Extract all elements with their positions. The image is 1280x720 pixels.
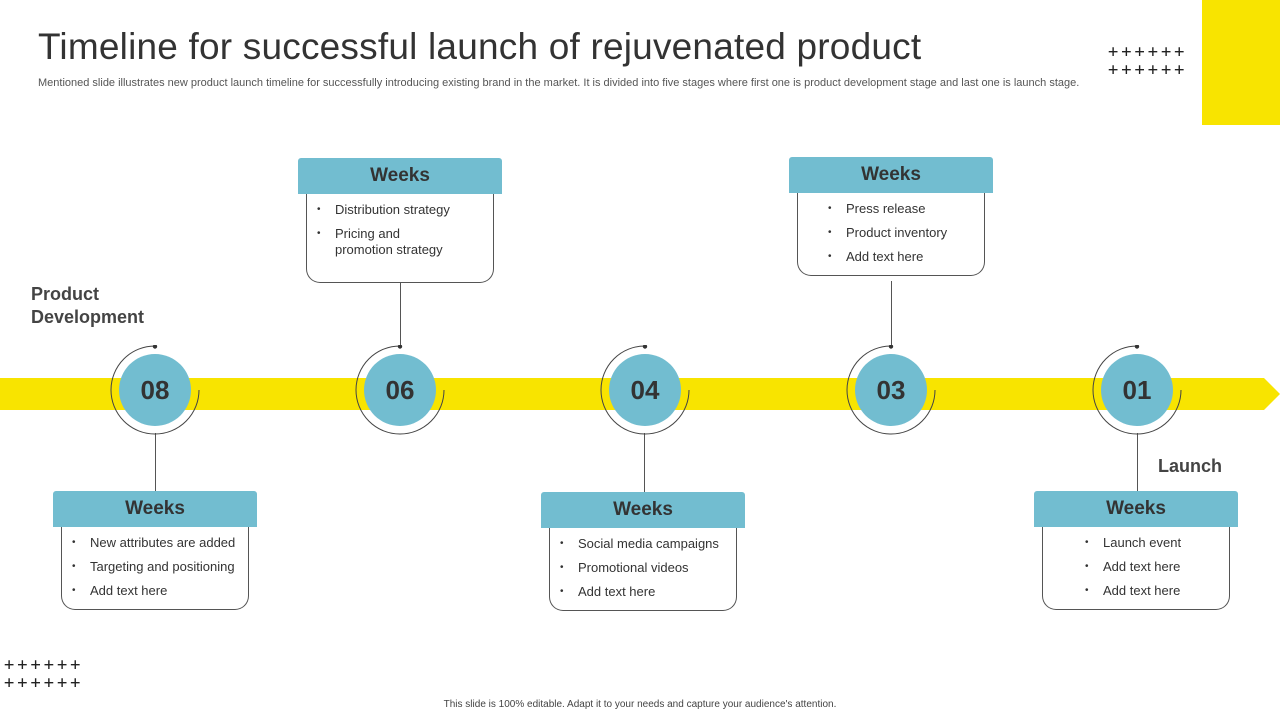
card-item: Add text here xyxy=(1085,559,1229,575)
stage-card-5: Weeks Launch event Add text here Add tex… xyxy=(1034,491,1238,610)
page-subtitle: Mentioned slide illustrates new product … xyxy=(38,77,1080,89)
stage-card-1: Weeks New attributes are added Targeting… xyxy=(53,491,257,610)
stage-circle-1: 08 xyxy=(110,345,200,435)
stage-number: 08 xyxy=(119,354,191,426)
plus-pattern-bottom: ++++++ ++++++ xyxy=(4,655,84,693)
card-item: Product inventory xyxy=(828,225,984,241)
connector-stage-3 xyxy=(644,433,645,493)
corner-yellow-block xyxy=(1202,0,1280,125)
card-item: Targeting and positioning xyxy=(72,559,248,575)
label-product-development: Product Development xyxy=(31,284,145,327)
stage-card-4: Weeks Press release Product inventory Ad… xyxy=(789,157,993,276)
card-heading: Weeks xyxy=(53,491,257,527)
stage-number: 06 xyxy=(364,354,436,426)
stage-circle-4: 03 xyxy=(846,345,936,435)
label-launch: Launch xyxy=(1158,456,1223,476)
card-item: Add text here xyxy=(72,583,248,599)
card-item: Pricing and promotion strategy xyxy=(317,226,453,258)
card-item: Add text here xyxy=(560,584,736,600)
card-item: Press release xyxy=(828,201,984,217)
connector-stage-2 xyxy=(400,282,401,346)
plus-pattern-top: ++++++ ++++++ xyxy=(1108,42,1188,80)
connector-stage-1 xyxy=(155,433,156,492)
card-body: Distribution strategy Pricing and promot… xyxy=(306,194,494,283)
connector-stage-5 xyxy=(1137,433,1138,492)
footer-note: This slide is 100% editable. Adapt it to… xyxy=(443,699,837,710)
card-body: Launch event Add text here Add text here xyxy=(1042,527,1230,610)
stage-number: 01 xyxy=(1101,354,1173,426)
connector-stage-4 xyxy=(891,281,892,346)
card-heading: Weeks xyxy=(1034,491,1238,527)
page-title: Timeline for successful launch of rejuve… xyxy=(38,26,922,67)
card-heading: Weeks xyxy=(789,157,993,193)
card-item: Distribution strategy xyxy=(317,202,453,218)
card-heading: Weeks xyxy=(541,492,745,528)
card-item: Add text here xyxy=(1085,583,1229,599)
card-item: Promotional videos xyxy=(560,560,736,576)
stage-card-2: Weeks Distribution strategy Pricing and … xyxy=(298,158,502,283)
card-heading: Weeks xyxy=(298,158,502,194)
stage-circle-5: 01 xyxy=(1092,345,1182,435)
card-item: New attributes are added xyxy=(72,535,248,551)
card-item: Social media campaigns xyxy=(560,536,736,552)
card-item: Add text here xyxy=(828,249,984,265)
card-body: New attributes are added Targeting and p… xyxy=(61,527,249,610)
stage-number: 03 xyxy=(855,354,927,426)
card-body: Social media campaigns Promotional video… xyxy=(549,528,737,611)
stage-circle-3: 04 xyxy=(600,345,690,435)
card-item: Launch event xyxy=(1085,535,1229,551)
stage-card-3: Weeks Social media campaigns Promotional… xyxy=(541,492,745,611)
stage-circle-2: 06 xyxy=(355,345,445,435)
card-body: Press release Product inventory Add text… xyxy=(797,193,985,276)
stage-number: 04 xyxy=(609,354,681,426)
